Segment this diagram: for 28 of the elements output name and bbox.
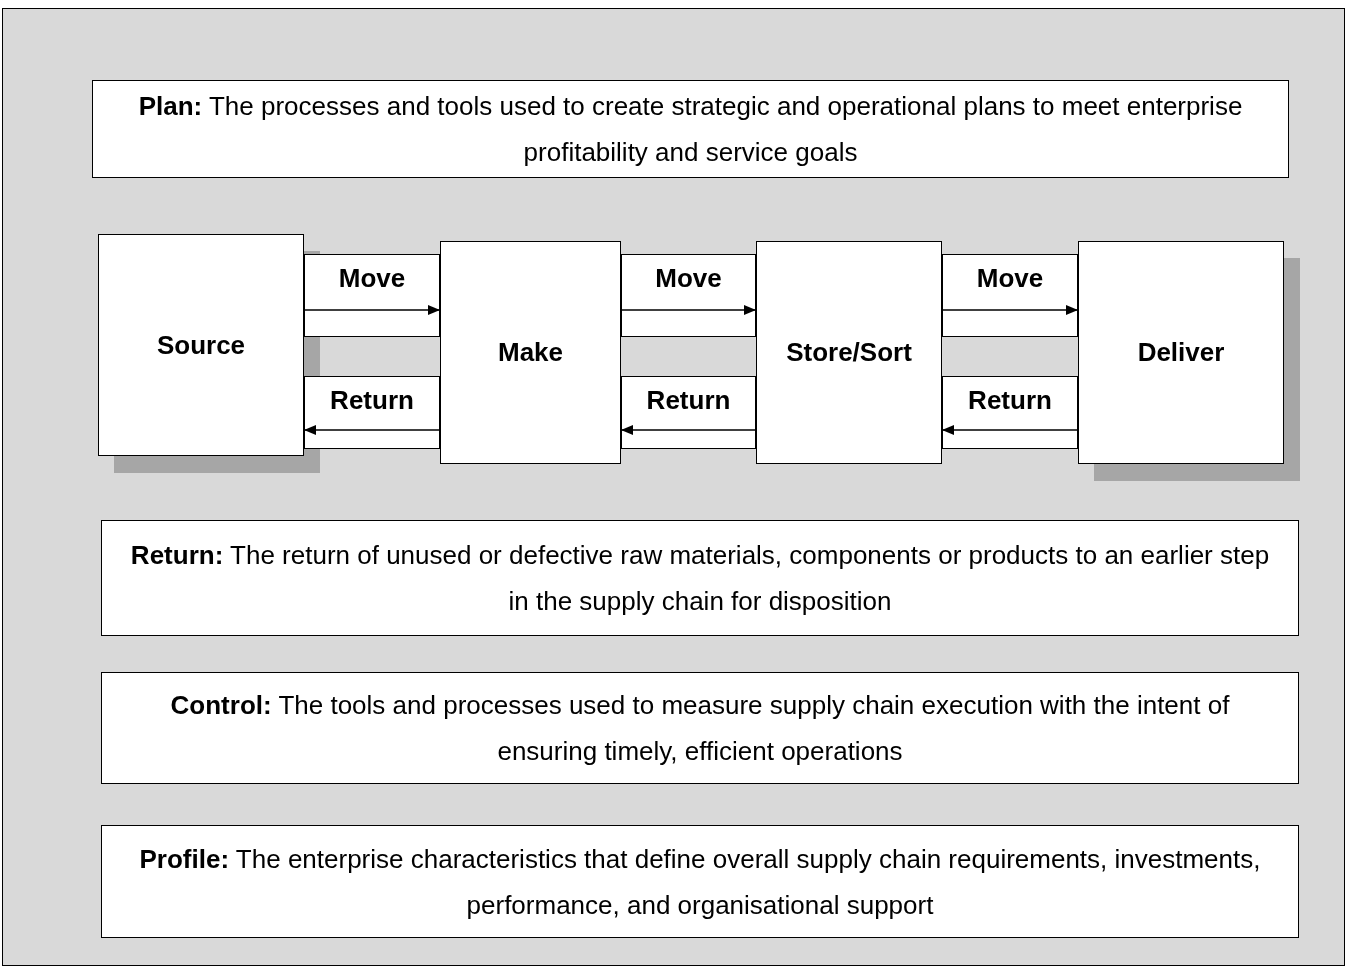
description-text: Plan: The processes and tools used to create strategic and operational plans to meet enterprise profitability and service goals (137, 90, 1244, 169)
edge-label: Return (942, 376, 1078, 449)
process-box (1078, 241, 1284, 464)
edge-label: Move (621, 254, 756, 337)
description-box (101, 825, 1299, 938)
edge-label: Return (304, 376, 440, 449)
arrow (303, 425, 441, 435)
description-box (92, 80, 1289, 178)
description-text: Return: The return of unused or defective raw materials, components or products to an earlier step in the supply chain for disposition (129, 539, 1271, 618)
process-box (440, 241, 621, 464)
description-box (101, 520, 1299, 636)
step-label: Deliver (1137, 337, 1225, 368)
arrow (303, 305, 441, 315)
arrow (620, 425, 757, 435)
description-text: Profile: The enterprise characteristics that define overall supply chain requirements, investments, performance, and organisational support (138, 842, 1262, 922)
arrow (620, 305, 757, 315)
arrow (941, 425, 1079, 435)
description-box (101, 672, 1299, 784)
step-label: Store/Sort (786, 337, 912, 368)
description-text: Control: The tools and processes used to measure supply chain execution with the intent of ensuring timely, efficient operations (169, 689, 1231, 768)
edge-label: Move (942, 254, 1078, 337)
arrow (941, 305, 1079, 315)
edge-label: Move (304, 254, 440, 337)
step-label: Source (156, 329, 246, 361)
step-label: Make (497, 337, 563, 368)
edge-label: Return (621, 376, 756, 449)
process-box (98, 234, 304, 456)
process-box (756, 241, 942, 464)
